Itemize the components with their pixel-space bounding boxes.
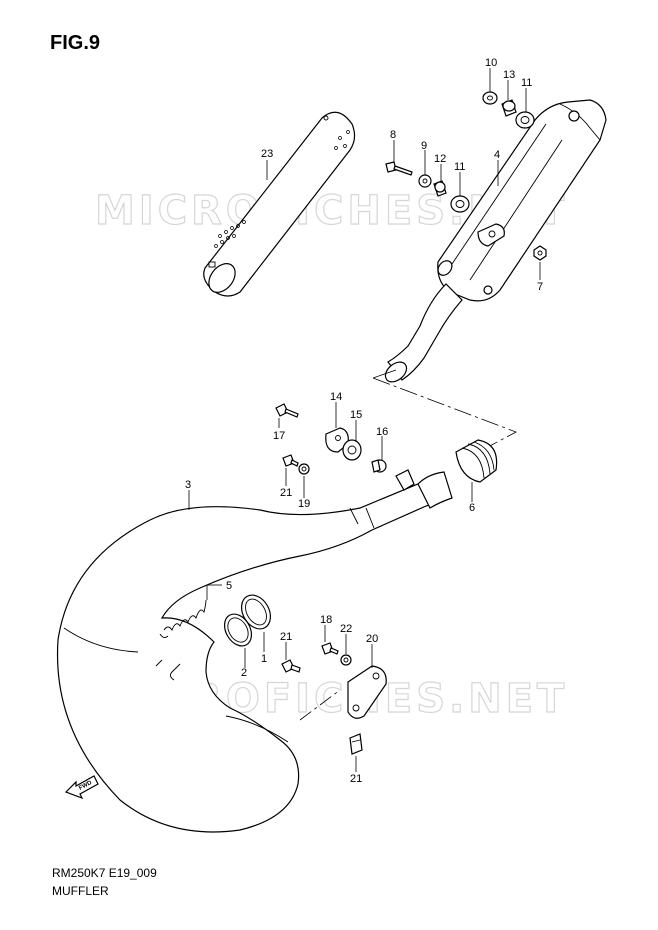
callout-9: 9 (421, 140, 427, 152)
part-21-bolt-lower (281, 659, 301, 673)
callout-6: 6 (469, 502, 475, 514)
callout-7: 7 (537, 281, 543, 293)
part-9-washer (418, 174, 432, 188)
part-16-bolt (275, 403, 299, 418)
callout-2: 2 (241, 667, 247, 679)
forward-arrow-icon: FWD (64, 775, 99, 800)
figure-name: MUFFLER (52, 884, 109, 898)
part-18-washer (298, 463, 310, 475)
part-23-heat-guard (203, 111, 356, 297)
callout-12-mid: 12 (434, 153, 446, 165)
callout-17: 18 (320, 614, 332, 626)
callout-4: 4 (494, 149, 500, 161)
callout-3: 3 (185, 479, 191, 491)
callout-15: 16 (376, 426, 388, 438)
callout-11-mid: 11 (454, 161, 465, 173)
part-7-nut (533, 245, 547, 261)
part-11-grommet-top (515, 111, 535, 129)
callout-numbers: 10 13 11 8 9 12 11 4 7 23 14 15 16 17 21… (185, 57, 543, 785)
figure-code: RM250K7 E19_009 (52, 866, 157, 880)
callout-18: 19 (298, 498, 310, 510)
part-3-exhaust-pipe (56, 469, 453, 833)
callout-12-top: 13 (503, 69, 515, 81)
part-21-bolt-upper (282, 454, 299, 467)
part-15-collar (371, 459, 387, 473)
callout-23: 23 (261, 148, 273, 160)
part-12-collar-top (501, 99, 517, 117)
part-5-spring (159, 599, 207, 639)
part-12-collar-mid (433, 180, 447, 197)
part-4-silencer (384, 99, 607, 383)
callout-11-top: 11 (521, 77, 532, 89)
leader-lines (188, 68, 541, 772)
part-20-nut (349, 733, 363, 755)
part-22-washer (340, 654, 352, 666)
callout-5: 5 (226, 580, 232, 592)
figure-title: FIG.9 (50, 32, 101, 54)
part-17-bolt (321, 642, 339, 655)
part-6-joint-rubber (455, 439, 498, 483)
callout-19: 20 (366, 633, 378, 645)
part-11-grommet-mid (450, 195, 470, 213)
callout-1: 1 (261, 653, 267, 665)
part-19-plate (347, 665, 387, 719)
callout-20: 21 (350, 773, 362, 785)
callout-14: 15 (350, 409, 362, 421)
part-14-grommet (342, 439, 362, 461)
callout-21-upper: 21 (280, 487, 292, 499)
callout-13: 14 (330, 391, 342, 403)
callout-10: 10 (485, 57, 497, 69)
part-8-bolt (385, 161, 413, 176)
part-1-gasket (240, 594, 272, 630)
part-2-seal (223, 613, 253, 647)
callout-22: 22 (340, 623, 352, 635)
callout-16: 17 (273, 430, 285, 442)
callout-21-lower: 21 (280, 631, 292, 643)
part-10-washer (482, 91, 498, 105)
callout-8: 8 (390, 129, 396, 141)
